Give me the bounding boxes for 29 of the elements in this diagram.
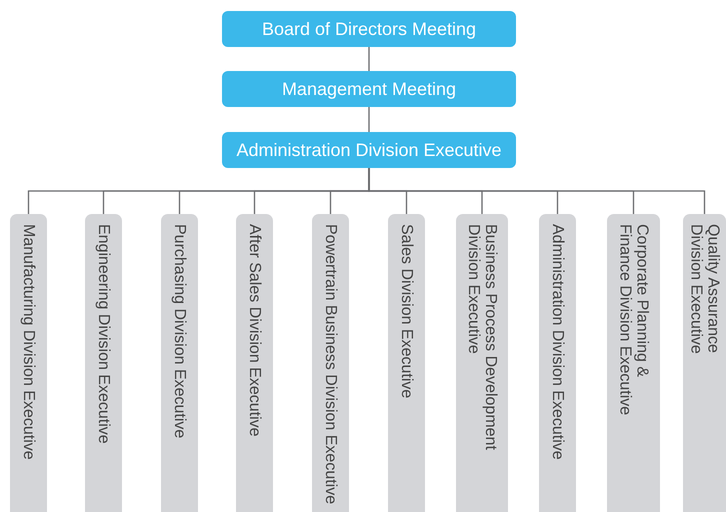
box-label: Corporate Planning & Finance Division Executive — [616, 224, 650, 418]
box-label: Powertrain Business Division Executive — [322, 224, 339, 506]
box-label: Board of Directors Meeting — [262, 18, 476, 40]
connector-line — [368, 47, 370, 71]
meeting-box — [222, 71, 516, 107]
box-label: Quality Assurance Division Executive — [688, 224, 722, 356]
meeting-box — [222, 11, 516, 47]
box-label: Engineering Division Executive — [95, 224, 112, 446]
box-label: Purchasing Division Executive — [171, 224, 188, 440]
box-label: Management Meeting — [282, 78, 456, 100]
division-box — [161, 214, 198, 512]
box-label: After Sales Division Executive — [246, 224, 263, 439]
division-box — [312, 214, 349, 512]
division-box — [456, 214, 508, 512]
division-box — [539, 214, 576, 512]
division-box — [607, 214, 660, 512]
box-label: Business Process Development Division Executive — [465, 224, 499, 452]
division-box — [388, 214, 425, 512]
box-label: Sales Division Executive — [398, 224, 415, 400]
division-box — [683, 214, 726, 512]
box-label: Administration Division Executive — [549, 224, 566, 462]
division-box — [10, 214, 47, 512]
division-box — [85, 214, 122, 512]
division-box — [236, 214, 273, 512]
meeting-box — [222, 132, 516, 168]
box-label: Administration Division Executive — [236, 140, 502, 160]
connector-line — [368, 168, 706, 214]
connector-line — [368, 107, 370, 132]
box-label: Manufacturing Division Executive — [20, 224, 37, 462]
